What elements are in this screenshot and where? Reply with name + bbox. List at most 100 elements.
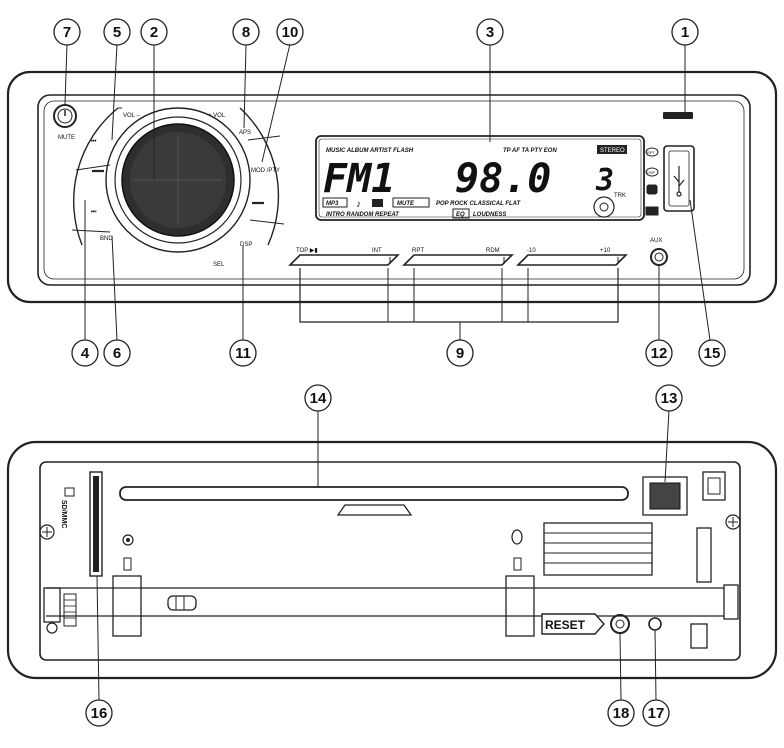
lcd-row1: MUSIC ALBUM ARTIST FLASH xyxy=(326,148,414,154)
mic-hole xyxy=(648,617,662,631)
rpt-indicator-icon xyxy=(645,147,659,157)
rail-block-right xyxy=(505,575,535,637)
callout-5: 5 xyxy=(103,18,131,46)
callout-14: 14 xyxy=(304,384,332,412)
front-panel-bezel xyxy=(43,100,745,280)
lcd-eq-modes: POP ROCK CLASSICAL FLAT xyxy=(436,201,522,207)
release-button[interactable] xyxy=(663,112,693,119)
callout-18-label: 18 xyxy=(613,705,630,722)
preset-button-3-4[interactable] xyxy=(402,254,514,266)
callout-5-label: 5 xyxy=(113,24,121,41)
callout-12: 12 xyxy=(645,339,673,367)
reset-label-box xyxy=(541,613,605,635)
callout-2: 2 xyxy=(140,18,168,46)
mute-box xyxy=(392,197,430,208)
lcd-band: FM1 xyxy=(323,156,395,202)
callout-12-label: 12 xyxy=(651,345,668,362)
callout-11-label: 11 xyxy=(235,345,251,362)
preset-button-5-6[interactable] xyxy=(516,254,628,266)
preset-bracket xyxy=(299,268,619,323)
aps-label: APS xyxy=(239,130,251,136)
back-panel-labels: SD/MMC RESET xyxy=(60,500,586,632)
sd-card-slot[interactable] xyxy=(89,471,103,577)
folder-icon xyxy=(372,199,383,207)
right-latch xyxy=(696,527,712,583)
eq-box xyxy=(452,208,470,219)
lcd-eq: EQ xyxy=(456,212,465,218)
back-panel-inner xyxy=(39,461,741,661)
right-arc-outer xyxy=(239,107,280,246)
callout-10-label: 10 xyxy=(282,24,299,41)
bnd-label: BND xyxy=(100,236,113,242)
lcd-row1b: TP AF TA PTY EON xyxy=(503,148,557,154)
top-right-clip xyxy=(702,471,726,501)
slot-tab xyxy=(336,504,413,516)
rail-clip xyxy=(167,595,197,611)
side-label-1: RPT xyxy=(647,150,656,155)
callout-1-label: 1 xyxy=(681,24,689,41)
callout-8: 8 xyxy=(232,18,260,46)
minus10-label: -10 xyxy=(527,248,536,254)
top-label: TOP ▶▮ xyxy=(296,248,318,254)
lcd-content: MUSIC ALBUM ARTIST FLASH TP AF TA PTY EO… xyxy=(322,145,656,219)
callout-15: 15 xyxy=(698,339,726,367)
lcd-trk: TRK xyxy=(614,193,626,199)
aux-jack[interactable] xyxy=(650,248,668,266)
callout-15-label: 15 xyxy=(704,345,721,362)
left-bracket xyxy=(43,587,61,623)
rdm-label: RDM xyxy=(486,248,500,254)
aux-label: AUX xyxy=(650,238,662,244)
vol-minus-label: VOL – xyxy=(123,113,140,119)
callout-10: 10 xyxy=(276,18,304,46)
power-icon xyxy=(57,108,73,124)
int-label: INT xyxy=(372,248,382,254)
callout-9: 9 xyxy=(446,339,474,367)
lcd-frequency: 98.0 xyxy=(455,156,551,202)
side-label-2: DSP xyxy=(647,170,656,175)
callout-17-label: 17 xyxy=(648,705,665,722)
power-button[interactable] xyxy=(53,104,77,128)
cd-slot[interactable] xyxy=(119,486,629,501)
lcd-screen xyxy=(315,135,645,221)
vent-grille xyxy=(543,522,653,576)
sd-icon xyxy=(64,487,75,497)
stereo-label: STEREO xyxy=(600,148,625,154)
callout-14-label: 14 xyxy=(310,390,327,407)
mp3-box xyxy=(322,197,348,208)
plus10-label: +10 xyxy=(600,248,611,254)
callout-16: 16 xyxy=(85,699,113,727)
front-panel-inner xyxy=(37,94,751,286)
front-panel-labels: MUTE VOL – + VOL APS MOD /PTY BND DSP SE… xyxy=(58,113,662,268)
callout-4: 4 xyxy=(71,339,99,367)
reset-label: RESET xyxy=(545,618,586,632)
callout-7: 7 xyxy=(53,18,81,46)
disc-icon xyxy=(593,196,615,218)
preset-button-1-2[interactable] xyxy=(288,254,400,266)
knob-ring-middle xyxy=(114,116,242,244)
callout-13: 13 xyxy=(655,384,683,412)
lcd-row3: INTRO RANDOM REPEAT xyxy=(326,212,400,218)
callout-16-label: 16 xyxy=(91,705,108,722)
callout-2-label: 2 xyxy=(150,24,158,41)
lcd-mp3: MP3 xyxy=(326,201,339,207)
next-icon: ⏭ xyxy=(91,209,97,215)
rail-block-left xyxy=(112,575,142,637)
left-pin xyxy=(122,534,134,546)
callout-18: 18 xyxy=(607,699,635,727)
right-bracket xyxy=(723,584,739,620)
dsp-label: DSP xyxy=(240,242,252,248)
callout-9-label: 9 xyxy=(456,345,464,362)
reset-button[interactable] xyxy=(610,614,630,634)
lcd-mute: MUTE xyxy=(397,201,415,207)
screw-right-icon xyxy=(725,514,741,530)
screw-left-icon xyxy=(39,524,55,540)
usb-cover[interactable] xyxy=(663,145,695,212)
back-panel-outer xyxy=(6,440,778,680)
callout-13-label: 13 xyxy=(661,390,678,407)
eject-button[interactable] xyxy=(649,482,681,510)
prev-icon: ⏮ xyxy=(91,139,97,145)
rpt-label: RPT xyxy=(412,248,424,254)
mute-label: MUTE xyxy=(58,135,75,141)
